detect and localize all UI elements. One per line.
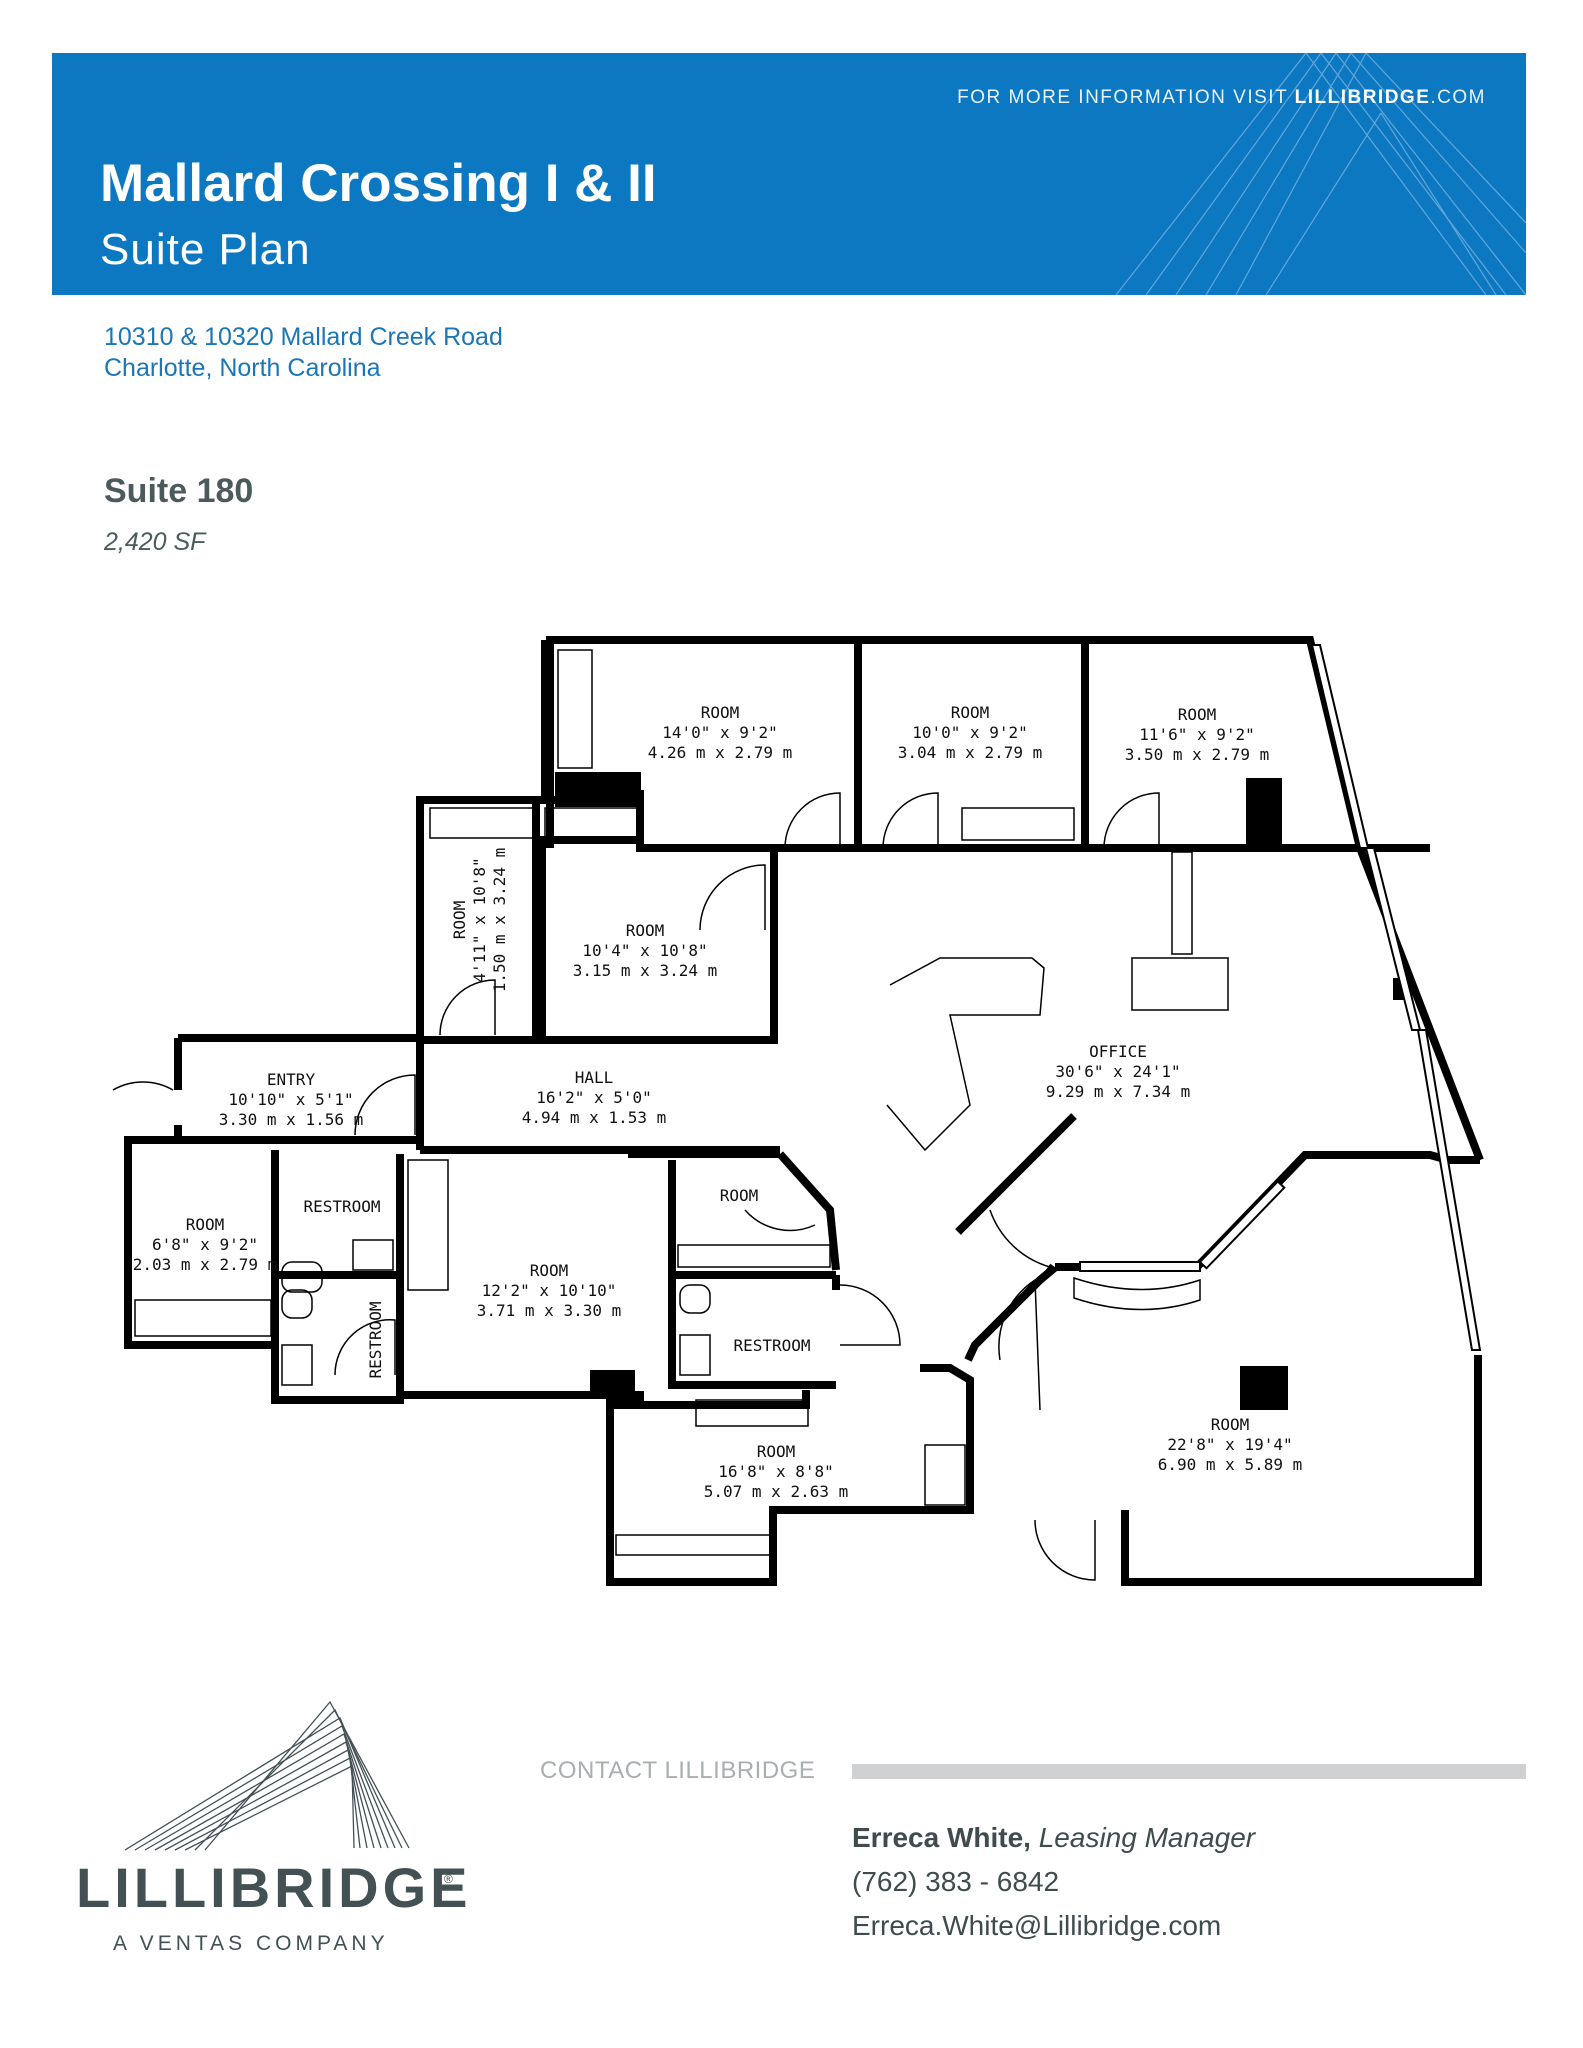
room-dimension-m: 5.07 m x 2.63 m — [704, 1482, 849, 1501]
room-dimension-m: 4.94 m x 1.53 m — [522, 1108, 667, 1127]
room-label: ROOM — [1211, 1415, 1250, 1434]
brand-name: LILLIBRIDGE — [76, 1856, 472, 1919]
room-dimension-m: 1.50 m x 3.24 m — [490, 848, 509, 993]
room-dimension-m: 3.15 m x 3.24 m — [573, 961, 718, 980]
room-label: RESTROOM — [366, 1301, 385, 1378]
website-info: FOR MORE INFORMATION VISIT LILLIBRIDGE.C… — [957, 87, 1486, 109]
contact-section-label: CONTACT LILLIBRIDGE — [540, 1757, 822, 1785]
door-swings — [112, 792, 1160, 1581]
address-line-2: Charlotte, North Carolina — [104, 354, 381, 382]
solid-columns — [555, 772, 1405, 1410]
room-label: ROOM — [951, 703, 990, 722]
info-site: LILLIBRIDGE — [1294, 87, 1431, 108]
contact-email-link[interactable]: Erreca.White@Lillibridge.com — [852, 1910, 1222, 1941]
contact-person: Erreca White, Leasing Manager — [852, 1822, 1255, 1854]
address-line-1: 10310 & 10320 Mallard Creek Road — [104, 323, 503, 351]
room-dimension-ft: 11'6" x 9'2" — [1139, 725, 1255, 744]
room-label: RESTROOM — [303, 1197, 380, 1216]
brand-registered-mark: ® — [444, 1872, 453, 1886]
room-dimension-ft: 10'10" x 5'1" — [228, 1090, 353, 1109]
room-dimension-ft: 12'2" x 10'10" — [482, 1281, 617, 1300]
room-label: ROOM — [530, 1261, 569, 1280]
room-label: HALL — [575, 1068, 614, 1087]
room-label: RESTROOM — [733, 1336, 810, 1355]
room-label: OFFICE — [1089, 1042, 1147, 1061]
room-dimension-ft: 6'8" x 9'2" — [152, 1235, 258, 1254]
room-dimension-m: 3.71 m x 3.30 m — [477, 1301, 622, 1320]
room-labels: ROOM 14'0" x 9'2" 4.26 m x 2.79 m ROOM 1… — [133, 703, 1303, 1501]
contact-divider-bar — [852, 1764, 1526, 1779]
contact-phone[interactable]: (762) 383 - 6842 — [852, 1866, 1060, 1897]
contact-role: Leasing Manager — [1038, 1822, 1256, 1853]
room-label: ROOM — [186, 1215, 225, 1234]
header-banner: FOR MORE INFORMATION VISIT LILLIBRIDGE.C… — [52, 53, 1526, 295]
room-dimension-ft: 10'4" x 10'8" — [582, 941, 707, 960]
room-dimension-ft: 16'2" x 5'0" — [536, 1088, 652, 1107]
room-dimension-ft: 30'6" x 24'1" — [1055, 1062, 1180, 1081]
room-label: ROOM — [701, 703, 740, 722]
room-dimension-ft: 16'8" x 8'8" — [718, 1462, 834, 1481]
suite-name: Suite 180 — [104, 472, 254, 510]
room-dimension-m: 4.26 m x 2.79 m — [648, 743, 793, 762]
room-dimension-m: 6.90 m x 5.89 m — [1158, 1455, 1303, 1474]
lillibridge-logo-icon — [124, 1700, 410, 1851]
suite-area: 2,420 SF — [104, 528, 206, 556]
room-dimension-m: 3.04 m x 2.79 m — [898, 743, 1043, 762]
contact-name: Erreca White, — [852, 1822, 1031, 1853]
windows — [1079, 644, 1482, 1351]
room-dimension-ft: 10'0" x 9'2" — [912, 723, 1028, 742]
document-title: Mallard Crossing I & II — [100, 154, 657, 213]
info-suffix: .COM — [1430, 87, 1486, 108]
document-subtitle: Suite Plan — [100, 225, 311, 274]
room-dimension-m: 9.29 m x 7.34 m — [1046, 1082, 1191, 1101]
fixtures — [134, 649, 1229, 1556]
room-label: ENTRY — [267, 1070, 316, 1089]
room-dimension-m: 2.03 m x 2.79 m — [133, 1255, 278, 1274]
room-label: ROOM — [1178, 705, 1217, 724]
info-prefix: FOR MORE INFORMATION VISIT — [957, 87, 1295, 108]
room-dimension-ft: 22'8" x 19'4" — [1167, 1435, 1292, 1454]
room-label: ROOM — [626, 921, 665, 940]
room-label: ROOM — [757, 1442, 796, 1461]
room-dimension-m: 3.30 m x 1.56 m — [219, 1110, 364, 1129]
room-dimension-m: 3.50 m x 2.79 m — [1125, 745, 1270, 764]
brand-tagline: A VENTAS COMPANY — [113, 1932, 389, 1955]
room-label: ROOM — [450, 901, 469, 940]
room-label: ROOM — [720, 1186, 759, 1205]
room-dimension-ft: 4'11" x 10'8" — [470, 857, 489, 982]
decorative-lines — [1115, 53, 1526, 295]
room-dimension-ft: 14'0" x 9'2" — [662, 723, 778, 742]
